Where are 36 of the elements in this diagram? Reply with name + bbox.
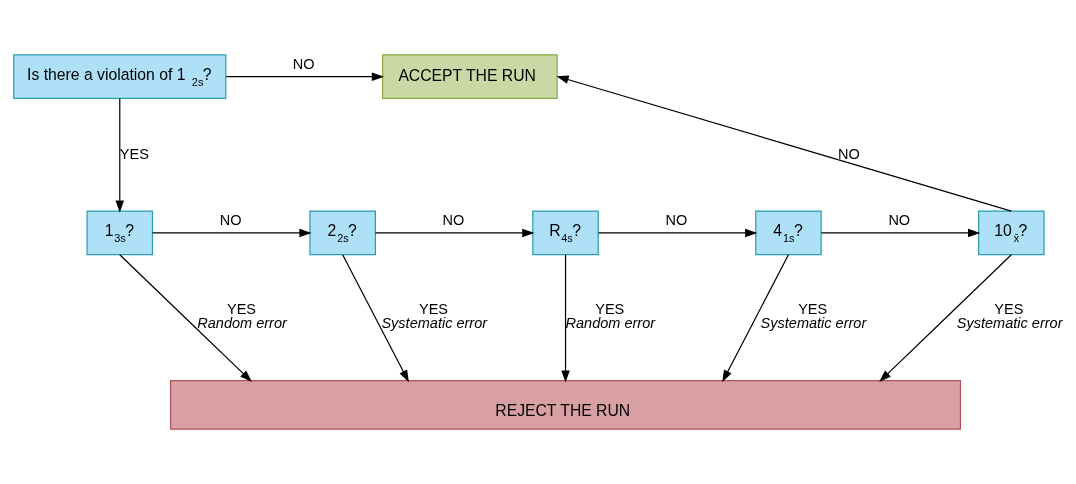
node-box: 4$_{1s}$?: [755, 210, 822, 256]
node-box: Is there a violation of 1$_{2s}$?: [13, 54, 227, 100]
label: Systematic error: [381, 315, 488, 332]
label: Random error: [565, 315, 656, 332]
arrow: [115, 98, 125, 213]
edge-label: NO: [665, 212, 688, 229]
edge-label: NO: [442, 212, 465, 229]
arrow: [556, 75, 1012, 212]
arrow: [374, 228, 535, 238]
label: Random error: [197, 315, 287, 332]
edge-label: YES: [798, 300, 828, 317]
edge-label: NO: [838, 145, 860, 162]
edge-label: NO: [219, 212, 242, 229]
edge-label: NO: [292, 55, 315, 72]
arrow: [820, 228, 981, 238]
edge-label: YES: [226, 300, 257, 317]
node-box: 2$_{2s}$?: [309, 210, 376, 256]
arrow: [561, 254, 570, 383]
arrow: [225, 72, 384, 81]
arrow: [119, 254, 252, 382]
label: Systematic error: [760, 315, 867, 332]
node-box: R$_{4s}$?: [532, 210, 599, 256]
edge-label: YES: [418, 300, 449, 317]
edge-label: YES: [119, 145, 149, 162]
arrow: [722, 254, 790, 383]
node-box: ACCEPT THE RUN: [382, 54, 558, 100]
arrow: [152, 228, 312, 238]
arrow: [597, 228, 758, 238]
node-box: 1$_{3s}$?: [86, 210, 154, 256]
arrow: [879, 254, 1012, 382]
edge-label: YES: [994, 300, 1024, 317]
arrow: [342, 254, 409, 383]
edge-label: YES: [595, 300, 625, 317]
edge-label: NO: [888, 212, 911, 229]
label: Systematic error: [956, 315, 1063, 332]
node-box: 10$_{x̄}$?: [978, 210, 1045, 256]
